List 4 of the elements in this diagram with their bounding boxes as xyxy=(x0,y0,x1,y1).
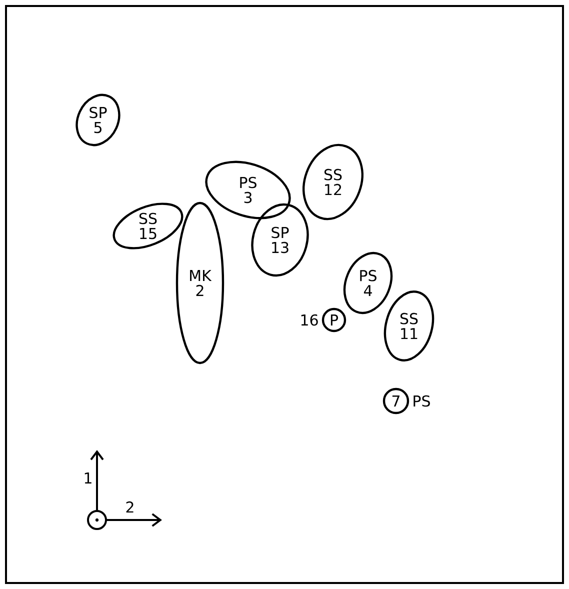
node-number: PS xyxy=(414,395,430,407)
axis-label: 1 xyxy=(84,472,92,484)
node-number: 16 xyxy=(301,314,318,326)
axis-label: 2 xyxy=(126,501,134,513)
